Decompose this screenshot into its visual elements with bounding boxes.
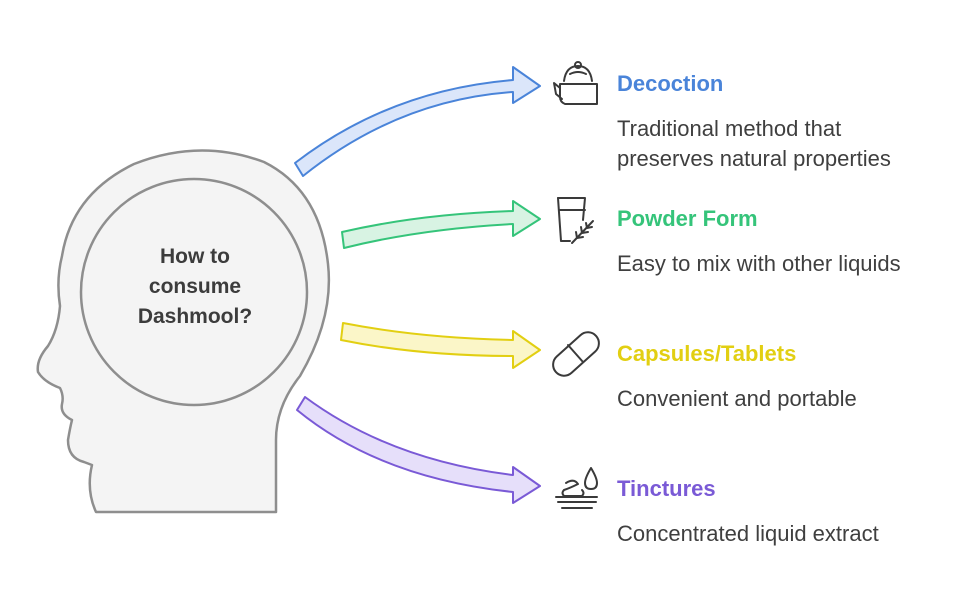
arrow-capsules-tablets: [340, 322, 541, 369]
decoction-desc-line2: preserves natural properties: [617, 146, 891, 171]
central-question-line3: Dashmool?: [137, 305, 253, 328]
capsules-tablets-desc: Convenient and portable: [617, 386, 857, 411]
inner-circle: [79, 177, 309, 407]
decoction-title: Decoction: [617, 71, 724, 96]
decoction-desc-line1: Traditional method that: [617, 116, 842, 141]
glass-with-herb-icon: [557, 197, 594, 244]
capsule-icon: [552, 331, 600, 377]
central-question: How to consume Dashmool?: [110, 242, 280, 332]
tinctures-desc: Concentrated liquid extract: [617, 521, 879, 546]
kettle-icon: [553, 61, 598, 105]
tinctures-title: Tinctures: [617, 476, 716, 501]
powder-form-desc: Easy to mix with other liquids: [617, 251, 901, 276]
arrow-decoction: [294, 66, 541, 177]
arrow-powder-form: [341, 200, 541, 249]
dropper-dish-icon: [555, 467, 598, 509]
capsules-tablets-title: Capsules/Tablets: [617, 341, 797, 366]
central-question-line1: How to: [160, 245, 230, 268]
powder-form-title: Powder Form: [617, 206, 758, 231]
arrow-tinctures: [296, 396, 541, 504]
central-question-line2: consume: [148, 275, 242, 298]
